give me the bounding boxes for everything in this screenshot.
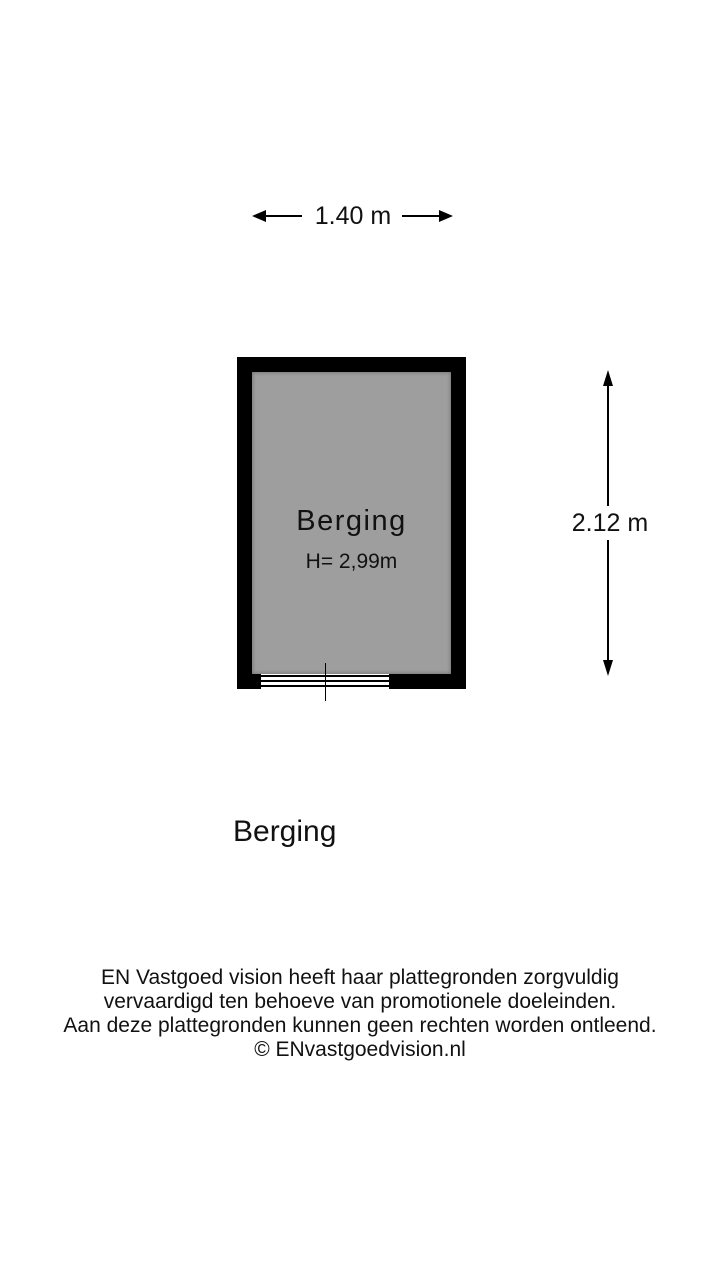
room-height: H= 2,99m — [305, 550, 398, 573]
disclaimer-line: EN Vastgoed vision heeft haar plattegron… — [101, 966, 619, 989]
width-dimension: 1.40 m — [250, 198, 455, 234]
room-berging: Berging H= 2,99m — [237, 357, 466, 701]
door-marker — [325, 663, 326, 701]
disclaimer-line: vervaardigd ten behoeve van promotionele… — [103, 990, 617, 1013]
copyright-line: © ENvastgoedvision.nl — [254, 1038, 466, 1061]
disclaimer-line: Aan deze plattegronden kunnen geen recht… — [63, 1014, 657, 1037]
depth-dimension: 2.12 m — [560, 368, 660, 678]
room-floor: Berging H= 2,99m — [252, 372, 451, 674]
depth-dimension-label: 2.12 m — [560, 506, 660, 540]
disclaimer: EN Vastgoed vision heeft haar plattegron… — [0, 966, 720, 1062]
room-name: Berging — [296, 505, 407, 537]
horizontal-arrow-icon — [252, 210, 453, 222]
width-dimension-label: 1.40 m — [314, 202, 392, 230]
floor-label: Berging — [233, 815, 337, 848]
